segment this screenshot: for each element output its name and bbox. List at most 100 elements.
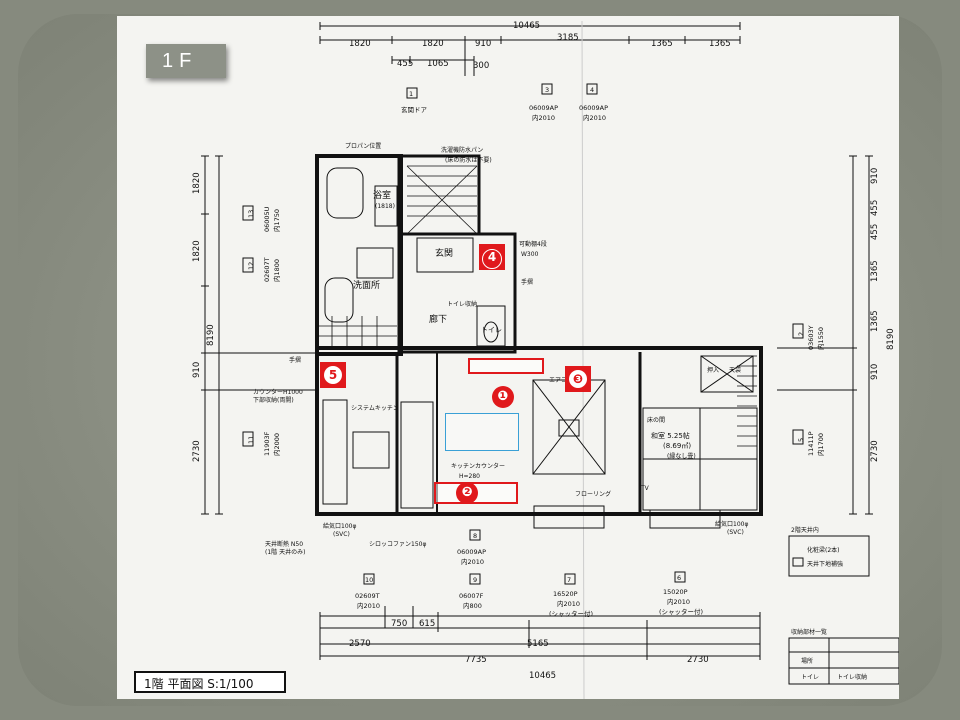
dim-bottom-a: 615 — [419, 619, 435, 629]
note-ceiling2: (1階 天井のみ) — [265, 548, 305, 556]
window-note: 内2000 — [272, 433, 281, 456]
window-code: 16520P — [553, 590, 578, 598]
window-note: 内2010 — [557, 599, 580, 608]
note-tv: TV — [640, 485, 650, 492]
room-toilet: トイレ — [481, 326, 502, 334]
window-num: 5 — [797, 438, 805, 442]
window-note2: (シャッター付) — [549, 609, 593, 618]
dim-right-seg: 910 — [870, 168, 880, 184]
window-num: 8 — [473, 532, 477, 540]
room-hall: 廊下 — [429, 313, 447, 325]
room-kitchen: システムキッチン — [351, 405, 399, 412]
room-kitchen-counter-h: H=280 — [459, 473, 480, 480]
room-kitchen-counter: キッチンカウンター — [451, 462, 505, 470]
dim-left-seg: 1820 — [192, 172, 202, 194]
window-code: 06007F — [459, 592, 484, 600]
window-code: 玄関ドア — [401, 105, 428, 114]
window-note: 内2010 — [667, 597, 690, 606]
marker-3: ❸ — [565, 366, 591, 392]
marker-3-label: ❸ — [569, 370, 587, 388]
note-shelf-w: W300 — [521, 251, 539, 258]
room-toko: 床の間 — [647, 416, 665, 424]
dim-top-seg: 1820 — [422, 39, 444, 49]
dim-bottom-b: 5165 — [527, 639, 549, 649]
window-num: 10 — [365, 576, 373, 584]
room-japanese-note: (縁なし畳) — [667, 452, 696, 460]
window-num: 1 — [409, 90, 413, 98]
dim-top-sub: 300 — [473, 61, 489, 71]
dim-top-total: 10465 — [513, 21, 540, 31]
window-note: 内2010 — [583, 113, 606, 122]
note-aircon: エアコン — [549, 377, 573, 384]
table-col: 場所 — [801, 657, 813, 665]
room-storage: トイレ収納 — [447, 300, 477, 308]
window-note: 内2010 — [357, 601, 380, 610]
window-num: 2 — [797, 332, 805, 336]
marker-4-label: 4 — [482, 249, 502, 269]
window-code: 03603Y — [807, 325, 815, 350]
window-num: 3 — [545, 86, 549, 94]
dim-right-seg: 1365 — [870, 260, 880, 282]
dim-bottom-b: 2570 — [349, 639, 371, 649]
legend-item: 化粧梁(2本) — [807, 546, 840, 554]
dim-bottom-total: 10465 — [529, 671, 556, 681]
window-note: 内1550 — [816, 327, 825, 350]
window-num: 7 — [567, 576, 571, 584]
window-code: 11903F — [263, 431, 271, 456]
dim-bottom-c: 2730 — [687, 655, 709, 665]
note-vent-a2: (SVC) — [333, 531, 350, 538]
note-vent-b: 給気口100φ — [715, 520, 748, 528]
dim-left-seg: 910 — [192, 362, 202, 378]
window-num: 9 — [473, 576, 477, 584]
window-code: 02609T — [355, 592, 380, 600]
window-note2: (シャッター付) — [659, 607, 703, 616]
legend-title: 2階天井内 — [791, 526, 819, 534]
floor-label: 1F — [146, 44, 226, 78]
note-upper2: (床の防水は不要) — [445, 156, 492, 164]
room-bath-size: (1818) — [375, 203, 395, 210]
room-flooring: フローリング — [575, 490, 611, 498]
room-oshiire2: 天袋 — [729, 366, 741, 374]
window-num: 11 — [247, 436, 255, 444]
window-code: 02607T — [263, 257, 271, 282]
marker-2: ❷ — [456, 482, 478, 504]
marker-1: ❶ — [492, 386, 514, 408]
window-code: 06005U — [263, 206, 271, 232]
window-code: 15020P — [663, 588, 688, 596]
floor-plan-sheet: 10465 1820 1820 910 3185 1365 1365 455 1… — [117, 16, 899, 699]
room-bath: 浴室 — [373, 189, 391, 201]
dim-top-seg: 1820 — [349, 39, 371, 49]
note-handrail: 手摺 — [521, 278, 533, 286]
window-note: 内2010 — [461, 557, 484, 566]
window-num: 12 — [247, 262, 255, 270]
dim-top-seg: 3185 — [557, 33, 579, 43]
window-note: 内2010 — [532, 113, 555, 122]
dim-top-seg: 1365 — [651, 39, 673, 49]
room-japanese-area: (8.69㎡) — [663, 442, 691, 450]
window-note: 内1700 — [816, 433, 825, 456]
dim-left-seg: 1820 — [192, 240, 202, 262]
window-num: 4 — [590, 86, 594, 94]
dim-left-total: 8190 — [206, 324, 216, 346]
room-japanese: 和室 5.25帖 — [651, 431, 690, 440]
table-cell: トイレ収納 — [837, 673, 867, 681]
room-entrance: 玄関 — [435, 247, 453, 259]
window-code: 06009AP — [529, 104, 558, 112]
legend-item: 天井下地補強 — [807, 560, 843, 568]
note-vent-a: 給気口100φ — [323, 522, 356, 530]
floor-plan-drawing: 10465 1820 1820 910 3185 1365 1365 455 1… — [192, 20, 899, 699]
note-counter2: 下部収納(両開) — [253, 396, 294, 404]
note-shelf: 可動棚4段 — [519, 240, 547, 248]
dim-top-sub: 455 — [397, 59, 413, 69]
dim-right-seg: 455 — [870, 224, 880, 240]
table-title: 収納部材一覧 — [791, 628, 827, 636]
note-ceiling: 天井断熱 N50 — [265, 540, 303, 548]
dim-top-seg: 910 — [475, 39, 491, 49]
note-vent-b2: (SVC) — [727, 529, 744, 536]
window-code: 06009AP — [579, 104, 608, 112]
dim-right-seg: 910 — [870, 364, 880, 380]
note-upper: 洗濯機防水パン — [441, 146, 483, 154]
dim-right-seg: 1365 — [870, 310, 880, 332]
marker-area-1 — [468, 358, 544, 374]
